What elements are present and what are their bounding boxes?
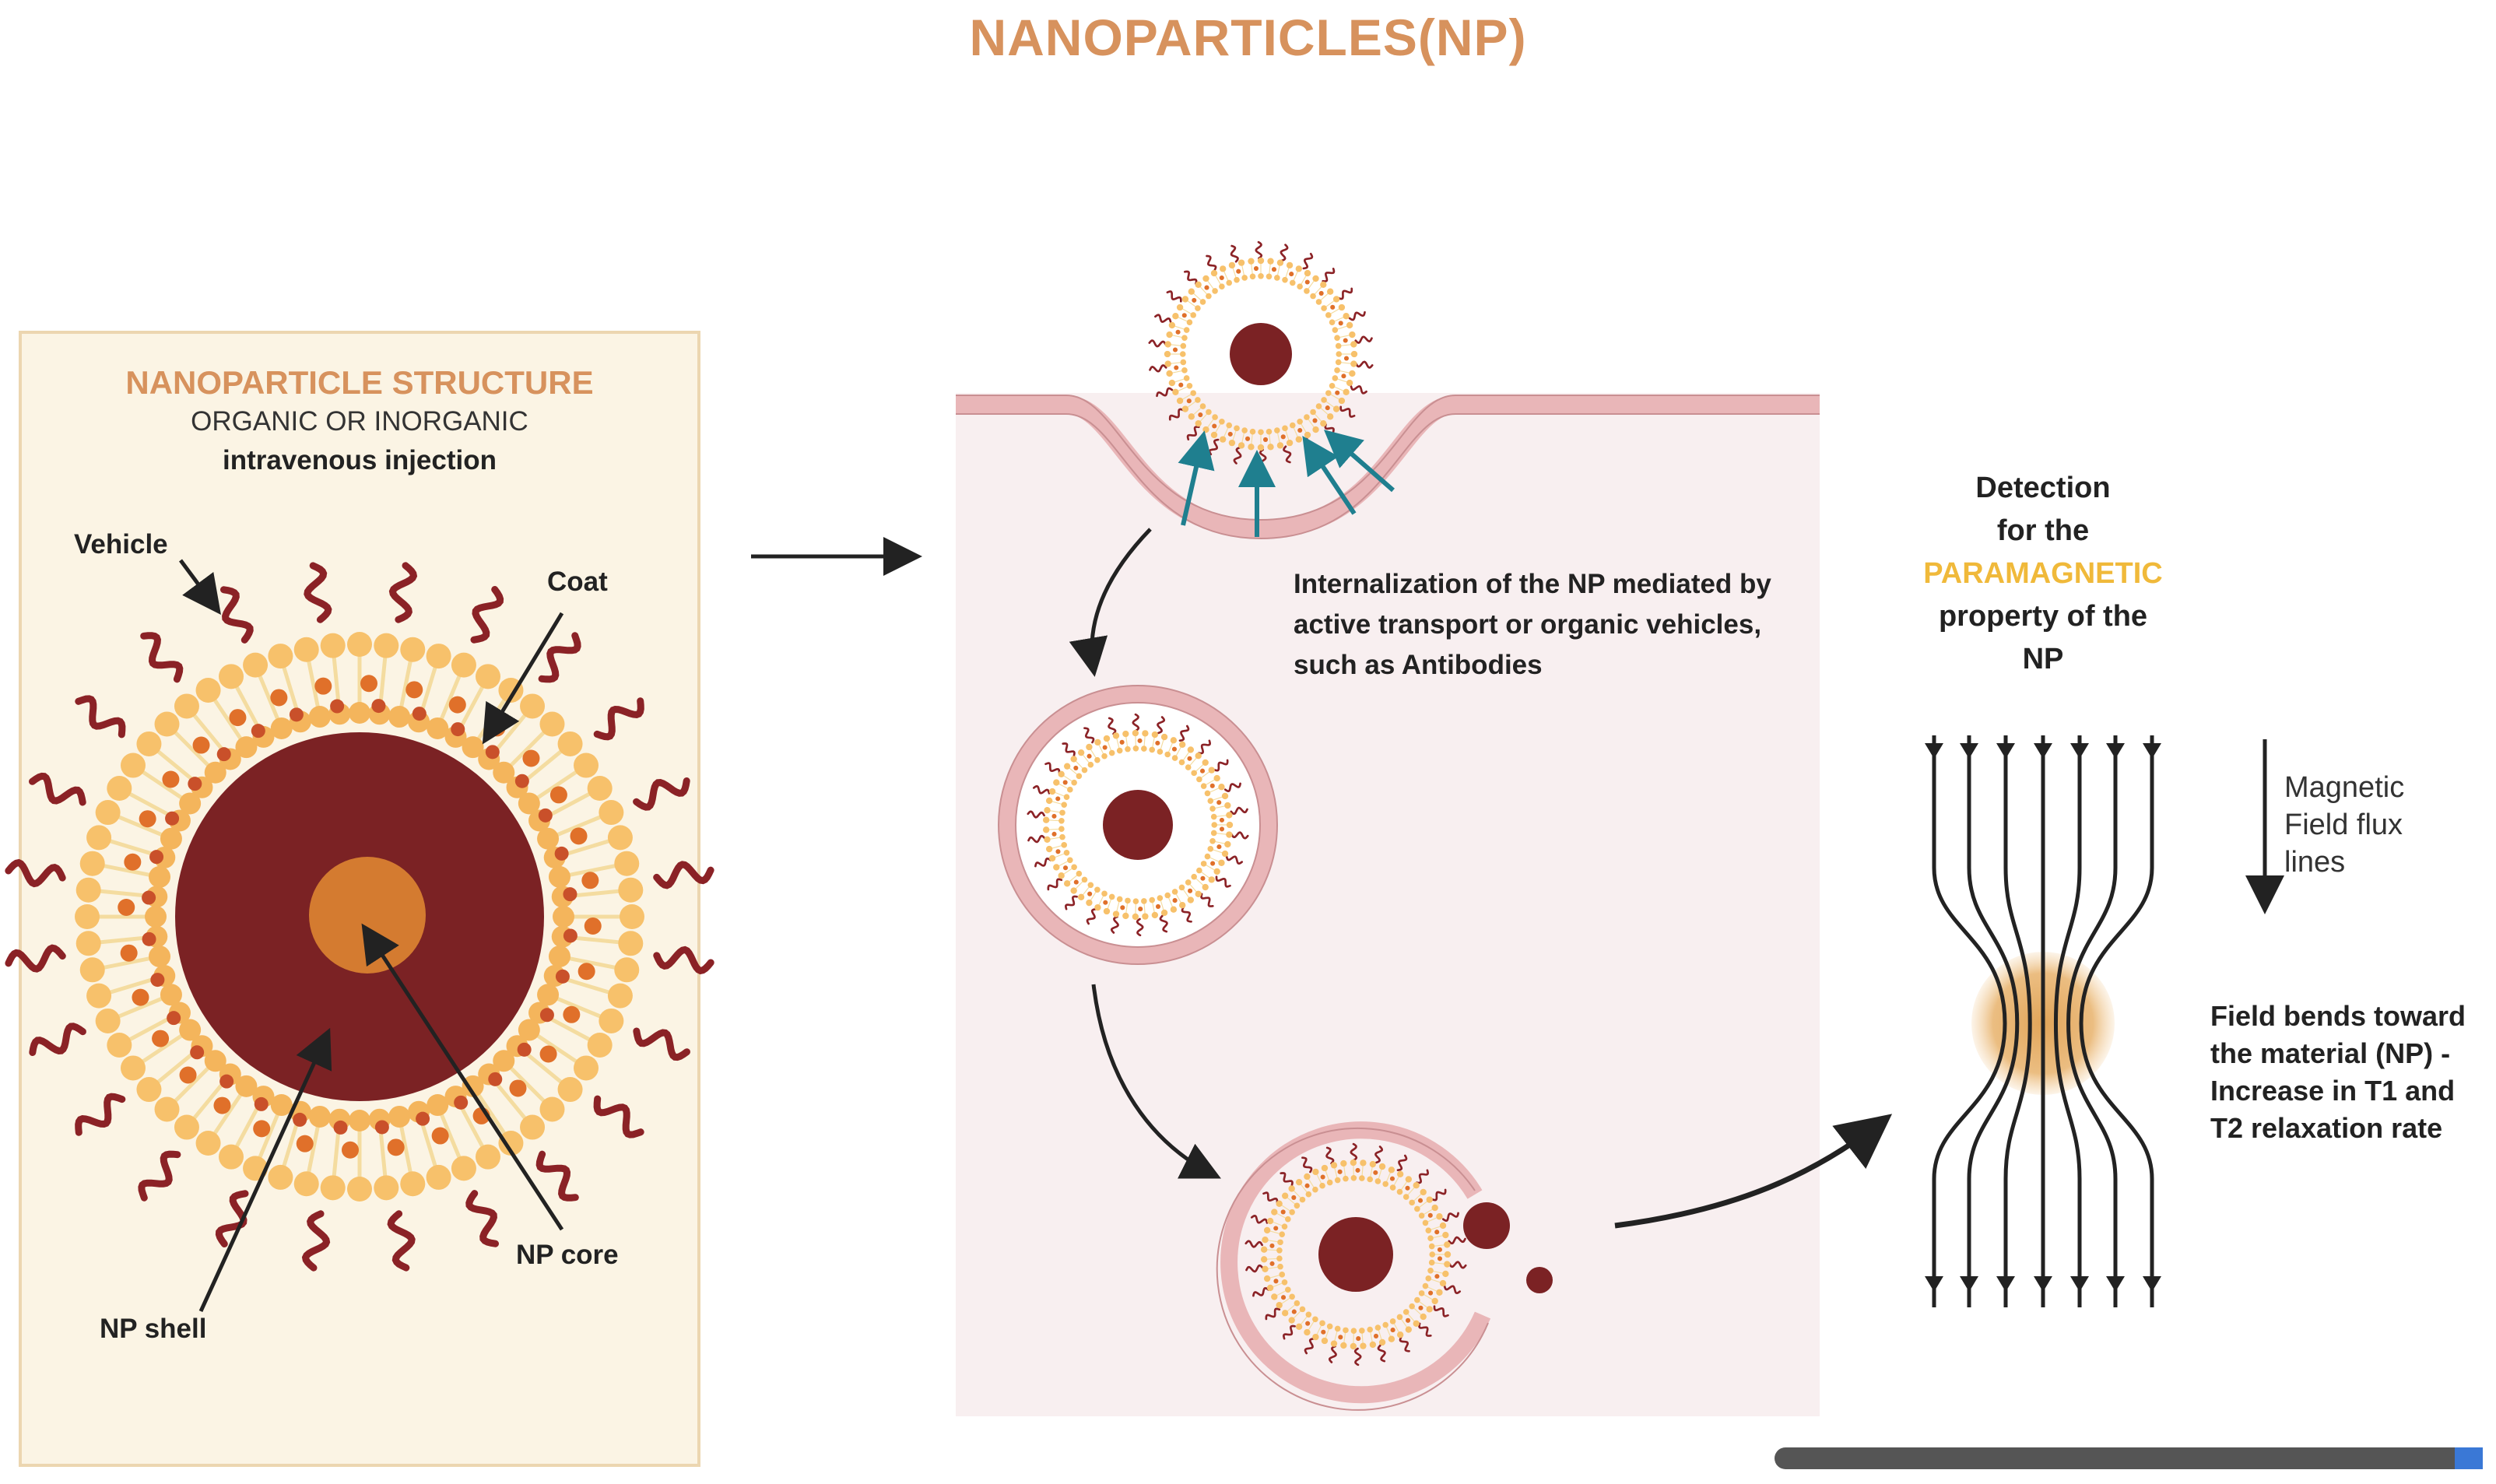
flux-arrowhead: [2106, 743, 2125, 759]
structure-subtitle: ORGANIC OR INORGANIC: [191, 406, 528, 437]
detection-text: Detection for the PARAMAGNETIC property …: [1876, 467, 2210, 681]
flux-arrowhead: [2070, 1276, 2089, 1292]
released-fragment: [1463, 1202, 1510, 1249]
flux-arrowhead: [1925, 1276, 1943, 1292]
flux-arrowhead: [2143, 743, 2161, 759]
flux-arrowhead: [2034, 743, 2052, 759]
coat-label: Coat: [547, 567, 608, 597]
horizontal-scrollbar[interactable]: [1775, 1447, 2483, 1469]
receptor-arrows: [1178, 430, 1395, 537]
np-core-label: NP core: [516, 1240, 619, 1270]
shell-pointer: [198, 1027, 332, 1313]
coat-bilayer: [75, 632, 644, 1202]
vehicle-pointer: [178, 559, 221, 616]
flux-line: [1967, 735, 2020, 1307]
cell-membrane: [956, 395, 1820, 539]
flux-arrowhead: [1960, 743, 1978, 759]
flux-lines: [1925, 735, 2161, 1307]
flux-lines-label: Magnetic Field flux lines: [2284, 771, 2405, 879]
internalization-arrow: [1069, 528, 1152, 677]
flux-arrowhead: [1996, 743, 2015, 759]
flux-arrowhead: [2106, 1276, 2125, 1292]
detection-line-1: Detection: [1975, 472, 2111, 504]
vehicle-label: Vehicle: [74, 529, 168, 560]
detection-line-2: for the: [1996, 514, 2090, 547]
diagram-title: NANOPARTICLES(NP): [969, 9, 1527, 66]
nanoparticle-in-endosome: [1027, 713, 1249, 937]
flux-line: [2003, 735, 2032, 1307]
nanoparticle-releasing: [1244, 1142, 1467, 1366]
flux-line: [2053, 735, 2082, 1307]
vehicle-squiggles: [5, 562, 714, 1272]
flow-arrow-2: [1614, 1114, 1893, 1229]
np-core: [309, 857, 426, 974]
paramagnetic-highlight: PARAMAGNETIC: [1923, 557, 2163, 590]
flux-line: [1932, 735, 2007, 1307]
flux-arrowhead: [1960, 1276, 1978, 1292]
flux-arrowhead: [1925, 743, 1943, 759]
detection-line-3: property of the: [1938, 600, 2148, 633]
release-arrow: [1091, 984, 1221, 1179]
field-bend-text: Field bends toward the material (NP) - I…: [2210, 1000, 2466, 1144]
injection-label: intravenous injection: [223, 445, 497, 475]
flux-line: [2079, 735, 2154, 1307]
flux-line: [2066, 735, 2118, 1307]
flux-arrowhead: [2143, 1276, 2161, 1292]
released-fragment-small: [1526, 1267, 1553, 1293]
np-shell-label: NP shell: [100, 1314, 207, 1344]
flux-arrowhead: [2034, 1276, 2052, 1292]
flux-arrowhead: [2070, 743, 2089, 759]
large-nanoparticle: [5, 562, 714, 1272]
internalization-text: Internalization of the NP mediated by ac…: [1294, 569, 1771, 680]
coat-pointer: [482, 612, 564, 745]
structure-title: NANOPARTICLE STRUCTURE: [125, 364, 594, 401]
flux-arrowhead: [1996, 1276, 2015, 1292]
detection-line-4: NP: [2022, 643, 2064, 675]
scrollbar-thumb[interactable]: [2455, 1447, 2483, 1469]
nanoparticle-entering: [1148, 240, 1374, 468]
core-pointer: [361, 923, 564, 1231]
opening-endosome: [1216, 1121, 1491, 1411]
